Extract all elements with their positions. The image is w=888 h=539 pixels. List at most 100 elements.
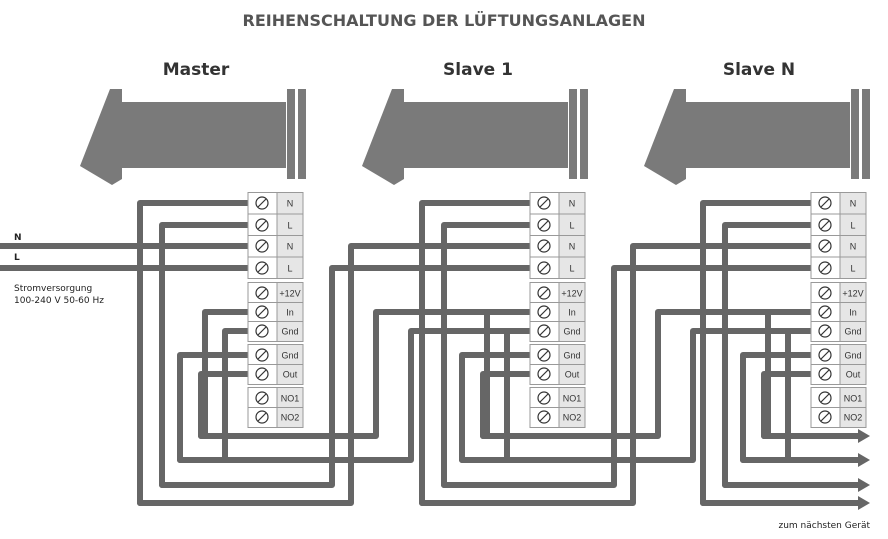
fan-flange-inner (580, 89, 588, 179)
screw-slot (257, 326, 267, 336)
wire-gnd-to-next (177, 328, 510, 463)
screw-slot (539, 350, 549, 360)
terminal-label: L (850, 221, 855, 231)
screw-slot (539, 241, 549, 251)
wire-l-to-next (159, 265, 533, 488)
screw-slot (820, 241, 830, 251)
terminal-label: N (569, 199, 576, 209)
terminal-label: In (286, 308, 294, 318)
terminal-label: In (568, 308, 576, 318)
screw-terminal-icon (818, 261, 832, 275)
screw-slot (820, 350, 830, 360)
terminal-label: Gnd (281, 351, 298, 361)
screw-terminal-icon (537, 324, 551, 338)
screw-terminal-icon (818, 286, 832, 300)
screw-slot (257, 369, 267, 379)
terminal-label: Gnd (563, 351, 580, 361)
screw-terminal-icon (537, 196, 551, 210)
screw-slot (820, 288, 830, 298)
terminal-label: N (287, 242, 294, 252)
fan-inlet-cone (362, 89, 404, 185)
terminal-label: NO1 (281, 394, 300, 404)
screw-terminal-icon (537, 367, 551, 381)
terminal-label: L (850, 264, 855, 274)
wire-n-bus-loop (419, 200, 533, 506)
fan-flange-inner (298, 89, 306, 179)
screw-slot (820, 393, 830, 403)
wire-signal-gnd (504, 328, 533, 463)
screw-terminal-icon (255, 410, 269, 424)
wiring (0, 200, 870, 510)
fan-flange-inner (862, 89, 870, 179)
terminal-label: N (850, 199, 857, 209)
screw-terminal-icon (818, 239, 832, 253)
wire-gnd-out (177, 352, 251, 463)
wire-signal-in (202, 309, 251, 439)
screw-terminal-icon (537, 410, 551, 424)
fan-duct (122, 102, 286, 168)
terminal-label: +12V (279, 289, 300, 299)
terminal-label: NO1 (844, 394, 863, 404)
terminal-label: Out (565, 370, 580, 380)
screw-slot (257, 412, 267, 422)
screw-slot (539, 288, 549, 298)
arrow-right-icon (858, 496, 870, 510)
unit-label: Slave N (723, 60, 795, 80)
wire-l-bus-loop (159, 222, 251, 488)
power-n-label: N (14, 233, 22, 243)
screw-terminal-icon (818, 324, 832, 338)
wire-in-to-next (198, 309, 490, 439)
screw-slot (539, 220, 549, 230)
fan-duct (686, 102, 850, 168)
wire-in-to-next (480, 309, 771, 439)
screw-slot (257, 288, 267, 298)
screw-terminal-icon (537, 286, 551, 300)
unit-label: Slave 1 (443, 60, 513, 80)
screw-slot (820, 198, 830, 208)
screw-terminal-icon (818, 391, 832, 405)
screw-slot (820, 220, 830, 230)
terminal-label: Gnd (563, 327, 580, 337)
screw-slot (539, 412, 549, 422)
fan-inlet-cone (644, 89, 686, 185)
terminal-label: L (569, 221, 574, 231)
next-device-note: zum nächsten Gerät (778, 521, 870, 531)
screw-terminal-icon (818, 218, 832, 232)
terminal-label: Gnd (844, 351, 861, 361)
wire-l-to-next (441, 265, 814, 488)
terminal-label: L (569, 264, 574, 274)
terminal-label: N (287, 199, 294, 209)
terminal-label: N (569, 242, 576, 252)
terminal-label: +12V (561, 289, 582, 299)
screw-terminal-icon (537, 305, 551, 319)
screw-terminal-icon (255, 196, 269, 210)
screw-terminal-icon (537, 218, 551, 232)
arrow-right-icon (858, 429, 870, 443)
screw-terminal-icon (537, 261, 551, 275)
terminal-label: NO2 (844, 413, 863, 423)
screw-terminal-icon (255, 324, 269, 338)
screw-slot (257, 220, 267, 230)
screw-slot (257, 241, 267, 251)
screw-terminal-icon (818, 305, 832, 319)
screw-slot (257, 307, 267, 317)
screw-terminal-icon (537, 239, 551, 253)
screw-terminal-icon (818, 367, 832, 381)
screw-terminal-icon (255, 367, 269, 381)
screw-terminal-icon (255, 391, 269, 405)
wire-gnd-to-next (459, 328, 791, 463)
screw-slot (539, 326, 549, 336)
terminal-label: Gnd (281, 327, 298, 337)
fan-duct (404, 102, 568, 168)
screw-slot (820, 412, 830, 422)
screw-slot (539, 198, 549, 208)
wire-n-to-next (137, 243, 533, 506)
